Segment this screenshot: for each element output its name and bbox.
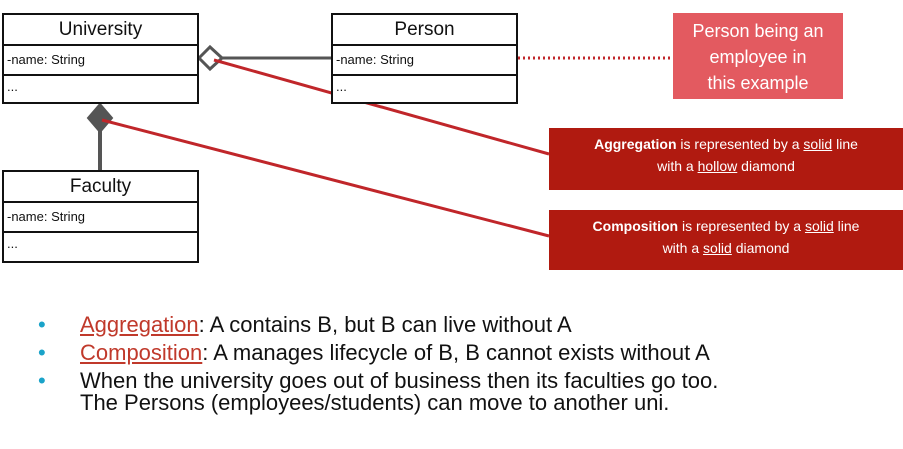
class-operations: ...	[7, 236, 18, 251]
bullet-item-aggregation: • Aggregation: A contains B, but B can li…	[38, 314, 898, 336]
note-line: with a solid diamond	[549, 237, 903, 259]
note-line: Aggregation is represented by a solid li…	[549, 133, 903, 155]
note-term: Aggregation	[594, 136, 677, 152]
composition-note: Composition is represented by a solid li…	[549, 210, 903, 270]
note-line: this example	[707, 73, 809, 93]
note-text: is represented by a	[676, 136, 804, 152]
note-text: diamond	[737, 158, 795, 174]
class-university[interactable]: University -name: String ...	[2, 13, 199, 104]
aggregation-callout-line	[213, 58, 550, 156]
note-emphasis: hollow	[697, 158, 738, 174]
note-emphasis: solid	[803, 136, 833, 152]
bullet-dot-icon: •	[38, 312, 46, 337]
bullet-term: Aggregation	[80, 312, 199, 337]
note-text: diamond	[731, 240, 790, 256]
note-text: with a	[657, 158, 698, 174]
class-name: Faculty	[4, 172, 197, 203]
note-line: Person being an	[692, 21, 824, 41]
note-text: line	[832, 136, 858, 152]
note-text: line	[833, 218, 860, 234]
class-attribute: -name: String	[4, 203, 197, 233]
class-operations: ...	[7, 79, 18, 94]
class-person[interactable]: Person -name: String ...	[331, 13, 518, 104]
note-term: Composition	[592, 218, 679, 234]
note-line: Composition is represented by a solid li…	[549, 215, 903, 237]
class-operations: ...	[336, 79, 347, 94]
bullet-text: : A contains B, but B can live without A	[198, 312, 572, 337]
bullet-dot-icon: •	[38, 368, 46, 393]
bullet-text: : A manages lifecycle of B, B cannot exi…	[202, 340, 710, 365]
note-text: is represented by a	[678, 218, 805, 234]
composition-callout-line	[101, 118, 550, 238]
bullet-text: The Persons (employees/students) can mov…	[80, 390, 670, 415]
bullet-term: Composition	[80, 340, 203, 365]
class-name: Person	[333, 15, 516, 46]
bullet-text: When the university goes out of business…	[80, 368, 719, 393]
bullet-dot-icon: •	[38, 340, 46, 365]
aggregation-note: Aggregation is represented by a solid li…	[549, 128, 903, 190]
bullet-item-example: • When the university goes out of busines…	[38, 370, 898, 414]
note-text: with a	[662, 240, 704, 256]
bullet-item-composition: • Composition: A manages lifecycle of B, …	[38, 342, 898, 364]
note-line: employee in	[709, 47, 807, 67]
class-attribute: -name: String	[333, 46, 516, 76]
solid-diamond	[86, 102, 114, 134]
employee-note: Person being an employee in this example	[673, 13, 843, 99]
bullet-list: • Aggregation: A contains B, but B can li…	[38, 314, 898, 420]
class-name: University	[4, 15, 197, 46]
note-emphasis: solid	[703, 240, 732, 256]
note-emphasis: solid	[804, 218, 834, 234]
class-attribute: -name: String	[4, 46, 197, 76]
note-line: with a hollow diamond	[549, 155, 903, 177]
hollow-diamond	[196, 44, 225, 72]
class-faculty[interactable]: Faculty -name: String ...	[2, 170, 199, 263]
